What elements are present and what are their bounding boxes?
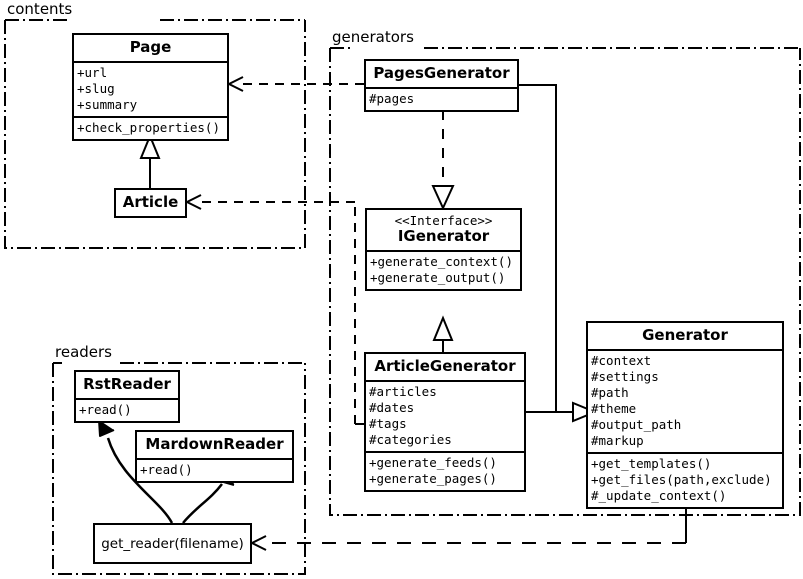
- class-igenerator-title: IGenerator: [397, 227, 490, 245]
- class-article-generator-attributes: #articles #dates #tags #categories: [366, 380, 524, 451]
- relation-articlegenerator-realizes-igenerator: [432, 315, 454, 352]
- relation-pagesgenerator-realizes-igenerator: [431, 110, 455, 211]
- function-get-reader[interactable]: get_reader(filename): [93, 523, 252, 564]
- attribute-row: +url: [77, 65, 108, 80]
- class-rst-reader-operations: +read(): [76, 398, 178, 421]
- attribute-row: #settings: [591, 369, 659, 384]
- class-rst-reader[interactable]: RstReader +read(): [74, 370, 180, 423]
- relation-pagesgenerator-inherits-generator: [519, 84, 573, 413]
- relation-articlegenerator-inherits-generator: [526, 401, 598, 423]
- class-igenerator[interactable]: <<Interface>> IGenerator +generate_conte…: [365, 208, 522, 291]
- class-page-title: Page: [129, 38, 172, 56]
- class-page-operations: +check_properties(): [74, 116, 227, 139]
- function-get-reader-label: get_reader(filename): [101, 535, 244, 552]
- class-article[interactable]: Article: [114, 188, 187, 218]
- attribute-row: #markup: [591, 433, 644, 448]
- class-mardown-reader-title: MardownReader: [145, 435, 284, 453]
- class-article-generator-title: ArticleGenerator: [374, 357, 516, 375]
- attribute-row: #pages: [369, 91, 415, 106]
- operation-row: +generate_pages(): [369, 471, 497, 486]
- operation-row: +get_templates(): [591, 456, 712, 471]
- attribute-row: #context: [591, 353, 652, 368]
- operation-row: +check_properties(): [77, 120, 220, 135]
- class-generator[interactable]: Generator #context #settings #path #them…: [586, 321, 784, 509]
- operation-row: +generate_output(): [370, 270, 506, 285]
- class-mardown-reader-operations: +read(): [137, 458, 292, 481]
- operation-row: #_update_context(): [591, 488, 727, 503]
- operation-row: +read(): [79, 402, 132, 417]
- attribute-row: #categories: [369, 432, 452, 447]
- attribute-row: #articles: [369, 384, 437, 399]
- attribute-row: #theme: [591, 401, 637, 416]
- relation-articlegenerator-uses-article: [184, 194, 364, 425]
- attribute-row: +slug: [77, 81, 115, 96]
- class-article-title: Article: [122, 193, 179, 211]
- operation-row: +get_files(path,exclude): [591, 472, 772, 487]
- class-mardown-reader[interactable]: MardownReader +read(): [135, 430, 294, 483]
- class-pages-generator-attributes: #pages: [366, 87, 517, 110]
- relation-pagesgenerator-uses-page: [226, 76, 364, 92]
- relation-article-inherits-page: [139, 133, 161, 189]
- class-article-generator-operations: +generate_feeds() +generate_pages(): [366, 451, 524, 490]
- operation-row: +read(): [140, 462, 193, 477]
- class-generator-operations: +get_templates() +get_files(path,exclude…: [588, 452, 782, 507]
- class-page-attributes: +url +slug +summary: [74, 61, 227, 116]
- attribute-row: #path: [591, 385, 629, 400]
- class-pages-generator-title: PagesGenerator: [373, 64, 510, 82]
- attribute-row: #output_path: [591, 417, 682, 432]
- class-rst-reader-title: RstReader: [83, 375, 171, 393]
- attribute-row: #dates: [369, 400, 415, 415]
- class-generator-attributes: #context #settings #path #theme #output_…: [588, 349, 782, 452]
- operation-row: +generate_feeds(): [369, 455, 497, 470]
- relation-generator-uses-getreader: [249, 502, 687, 551]
- class-article-generator[interactable]: ArticleGenerator #articles #dates #tags …: [364, 352, 526, 492]
- package-label-generators: generators: [330, 28, 416, 46]
- class-pages-generator[interactable]: PagesGenerator #pages: [364, 59, 519, 112]
- class-page[interactable]: Page +url +slug +summary +check_properti…: [72, 33, 229, 141]
- operation-row: +generate_context(): [370, 254, 513, 269]
- package-label-contents: contents: [5, 0, 75, 18]
- attribute-row: #tags: [369, 416, 407, 431]
- class-igenerator-stereotype: <<Interface>>: [394, 213, 493, 228]
- attribute-row: +summary: [77, 97, 138, 112]
- class-igenerator-operations: +generate_context() +generate_output(): [367, 250, 520, 289]
- package-label-readers: readers: [53, 343, 114, 361]
- class-generator-title: Generator: [642, 326, 728, 344]
